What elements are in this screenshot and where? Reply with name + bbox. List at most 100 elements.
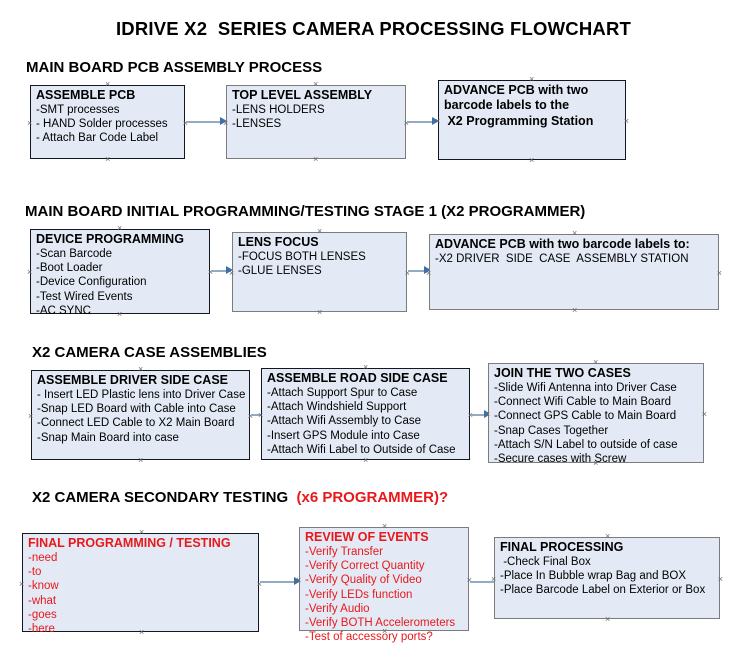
flow-box-line: -Insert GPS Module into Case [267,429,420,442]
section-heading-text: X2 CAMERA SECONDARY TESTING [32,489,297,506]
resize-handle-left[interactable] [229,269,234,278]
resize-handle-left[interactable] [223,119,228,128]
resize-handle-bottom[interactable] [382,627,387,636]
flow-box-review-of-events[interactable]: REVIEW OF EVENTS -Verify Transfer -Verif… [296,527,469,643]
flow-box-line: -Verify Correct Quantity [305,560,425,573]
flow-box-line: - HAND Solder processes [36,118,168,131]
resize-handle-left[interactable] [258,411,263,420]
section-heading-text: X2 CAMERA CASE ASSEMBLIES [32,344,267,361]
flow-box-title: FINAL PROGRAMMING / TESTING [28,536,231,550]
resize-handle-top[interactable] [139,528,144,537]
connector-road-side-to-join-cases [471,414,487,416]
resize-handle-top[interactable] [317,227,322,236]
flow-box-line: -SMT processes [36,104,120,116]
flow-box-title: ADVANCE PCB with two [444,83,589,97]
flow-box-line: -Verify Audio [305,602,370,615]
flow-box-title: ASSEMBLE DRIVER SIDE CASE [37,373,229,387]
flow-box-assemble-driver-side-case[interactable]: ASSEMBLE DRIVER SIDE CASE - Insert LED P… [31,370,250,460]
flow-box-line: barcode labels to the [444,98,570,112]
resize-handle-top[interactable] [605,532,610,541]
resize-handle-right[interactable] [718,575,723,584]
section-heading-main-board-initial-programming: MAIN BOARD INITIAL PROGRAMMING/TESTING S… [25,203,585,220]
resize-handle-bottom[interactable] [572,306,577,315]
resize-handle-left[interactable] [491,575,496,584]
flow-box-title: ASSEMBLE PCB [36,88,136,102]
resize-handle-top[interactable] [105,80,110,89]
resize-handle-bottom[interactable] [117,310,122,319]
resize-handle-top[interactable] [138,365,143,374]
resize-handle-bottom[interactable] [139,628,144,637]
resize-handle-top[interactable] [313,80,318,89]
connector-lens-focus-to-advance-pcb-driver-side [408,270,427,272]
resize-handle-bottom[interactable] [105,155,110,164]
flow-box-title: ASSEMBLE ROAD SIDE CASE [267,371,448,385]
flow-box-line: -Connect GPS Cable to Main Board [494,410,677,423]
flow-box-final-programming-testing[interactable]: FINAL PROGRAMMING / TESTING -need -to -k… [19,533,259,635]
resize-handle-left[interactable] [435,117,440,126]
flow-box-line: -Attach Wifi Label to Outside of Case [267,443,456,456]
section-heading-text: MAIN BOARD INITIAL PROGRAMMING/TESTING S… [25,203,586,220]
resize-handle-left[interactable] [28,412,33,421]
resize-handle-left[interactable] [485,410,490,419]
flow-box-title: LENS FOCUS [238,235,319,249]
resize-handle-right[interactable] [624,117,629,126]
flow-box-title: ADVANCE PCB with two barcode labels to: [435,237,690,251]
flow-box-line: -Place Barcode Label on Exterior or Box [500,584,706,597]
resize-handle-top[interactable] [529,75,534,84]
flow-box-line: -Attach Windshield Support [267,401,407,414]
resize-handle-top[interactable] [363,363,368,372]
flow-box-line: -LENS HOLDERS [232,104,325,116]
flow-box-line: -X2 DRIVER SIDE CASE ASSEMBLY STATION [435,253,689,265]
resize-handle-left[interactable] [19,580,24,589]
flow-box-line: -Boot Loader [36,262,103,275]
flow-box-title: FINAL PROCESSING [500,540,624,554]
connector-assemble-pcb-to-top-level-assembly [186,121,223,123]
resize-handle-left[interactable] [27,268,32,277]
resize-handle-left[interactable] [27,119,32,128]
flow-box-line: -GLUE LENSES [238,265,322,278]
resize-handle-top[interactable] [382,522,387,531]
connector-device-programming-to-lens-focus [211,270,229,272]
resize-handle-top[interactable] [593,358,598,367]
resize-handle-top[interactable] [572,229,577,238]
flow-box-final-processing[interactable]: FINAL PROCESSING -Check Final Box -Place… [494,537,720,619]
flow-box-line: -Verify Quality of Video [305,574,422,587]
flow-box-line: - Attach Bar Code Label [36,132,159,145]
resize-handle-right[interactable] [702,410,707,419]
flow-box-assemble-pcb[interactable]: ASSEMBLE PCB -SMT processes - HAND Solde… [30,85,185,159]
flow-box-line: -Attach S/N Label to outside of case [494,438,678,451]
resize-handle-right[interactable] [717,269,722,278]
connector-review-of-events-to-final-processing [470,581,510,583]
flow-box-line: -here [28,623,55,636]
flow-box-line: -Scan Barcode [36,248,113,260]
flow-box-device-programming[interactable]: DEVICE PROGRAMMING -Scan Barcode -Boot L… [27,229,210,317]
flow-box-line: -know [28,580,59,593]
resize-handle-bottom[interactable] [317,308,322,317]
resize-handle-top[interactable] [117,224,122,233]
flow-box-title: JOIN THE TWO CASES [494,366,631,380]
section-heading-x2-camera-case-assemblies: X2 CAMERA CASE ASSEMBLIES [32,344,267,361]
flow-box-join-the-two-cases[interactable]: JOIN THE TWO CASES -Slide Wifi Antenna i… [485,363,707,465]
resize-handle-bottom[interactable] [313,155,318,164]
flow-box-line: -Snap Cases Together [494,424,609,437]
resize-handle-bottom[interactable] [529,156,534,165]
flow-box-line: -Snap LED Board with Cable into Case [37,403,236,416]
resize-handle-bottom[interactable] [593,459,598,468]
flow-box-top-level-assembly[interactable]: TOP LEVEL ASSEMBLY -LENS HOLDERS -LENSES [226,85,406,159]
resize-handle-bottom[interactable] [138,456,143,465]
resize-handle-bottom[interactable] [605,615,610,624]
section-heading-red-suffix: (x6 PROGRAMMER)? [296,489,449,506]
resize-handle-bottom[interactable] [363,456,368,465]
flow-box-assemble-road-side-case[interactable]: ASSEMBLE ROAD SIDE CASE -Attach Support … [261,368,470,460]
flow-box-line: -LENSES [232,118,282,131]
flow-box-line: -need [28,552,58,564]
flow-box-advance-pcb-driver-side-case[interactable]: ADVANCE PCB with two barcode labels to: … [429,234,719,310]
resize-handle-left[interactable] [296,576,301,585]
flow-box-line: -Device Configuration [36,276,147,289]
flow-box-advance-pcb-programming-station[interactable]: ADVANCE PCB with two barcode labels to t… [438,80,626,160]
resize-handle-left[interactable] [426,269,431,278]
flow-box-line: -Verify LEDs function [305,588,413,601]
flow-box-line: -Connect Wifi Cable to Main Board [494,396,672,409]
flow-box-line: - Insert LED Plastic lens into Driver Ca… [37,389,246,401]
flow-box-lens-focus[interactable]: LENS FOCUS -FOCUS BOTH LENSES -GLUE LENS… [232,232,407,312]
